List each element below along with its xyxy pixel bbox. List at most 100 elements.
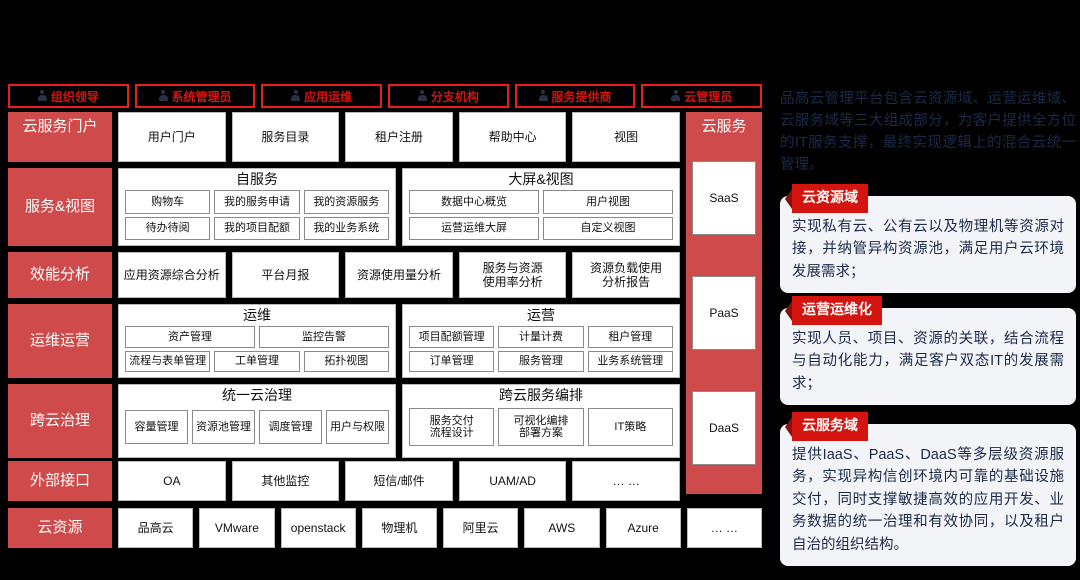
role-badge-branch-org[interactable]: 分支机构 [388, 84, 509, 108]
cell-resource-load-report[interactable]: 资源负载使用分析报告 [572, 252, 680, 298]
layer-content-efficiency: 应用资源综合分析 平台月报 资源使用量分析 服务与资源使用率分析 资源负载使用分… [118, 252, 680, 298]
chip-resource-pool-management[interactable]: 资源池管理 [192, 410, 255, 445]
cell-tenant-register[interactable]: 租户注册 [345, 112, 453, 162]
chip-capacity-management[interactable]: 容量管理 [125, 410, 188, 445]
cell-physical-machine[interactable]: 物理机 [361, 508, 437, 548]
cloud-service-paas[interactable]: PaaS [692, 275, 756, 350]
cloud-service-saas[interactable]: SaaS [692, 160, 756, 235]
layer-row-cloud-resource: 云资源 品高云 VMware openstack 物理机 阿里云 AWS Azu… [8, 508, 762, 548]
cell-cloud-resource-more[interactable]: … … [686, 508, 762, 548]
chip-my-resource-service[interactable]: 我的资源服务 [303, 190, 389, 214]
cloud-services-title: 云服务 [701, 118, 747, 135]
cell-view[interactable]: 视图 [572, 112, 680, 162]
layer-row-governance: 跨云治理 统一云治理 容量管理 资源池管理 调度管理 用户与权限 跨云服务编排 [8, 384, 680, 458]
cell-resource-usage-analysis[interactable]: 资源使用量分析 [345, 252, 453, 298]
chip-user-view[interactable]: 用户视图 [543, 190, 673, 214]
chip-topology-view[interactable]: 拓扑视图 [303, 350, 389, 373]
cell-uam-ad[interactable]: UAM/AD [458, 461, 567, 501]
cell-sms-email[interactable]: 短信/邮件 [345, 461, 453, 501]
cell-azure[interactable]: Azure [605, 508, 681, 548]
chip-process-form-management[interactable]: 流程与表单管理 [125, 350, 211, 373]
chip-my-business-system[interactable]: 我的业务系统 [303, 216, 389, 241]
panel-unified-cloud-governance: 统一云治理 容量管理 资源池管理 调度管理 用户与权限 [118, 384, 396, 458]
panel-self-service: 自服务 购物车 我的服务申请 我的资源服务 待办待阅 我的项目配额 我的业务系统 [118, 168, 396, 246]
chip-service-delivery-flow-design[interactable]: 服务交付流程设计 [409, 408, 495, 447]
chip-tenant-management[interactable]: 租户管理 [587, 326, 673, 348]
layer-title-governance: 跨云治理 [8, 384, 112, 458]
cell-platform-monthly-report[interactable]: 平台月报 [231, 252, 340, 298]
layer-title-external: 外部接口 [8, 461, 112, 501]
card-tag: 云资源域 [785, 184, 868, 213]
role-label: 系统管理员 [171, 89, 232, 104]
cell-other-monitor[interactable]: 其他监控 [231, 461, 340, 501]
layer-row-external: 外部接口 OA 其他监控 短信/邮件 UAM/AD … … [8, 461, 680, 501]
panel-bigscreen-view: 大屏&视图 数据中心概览 用户视图 运营运维大屏 自定义视图 [402, 168, 680, 246]
layer-row-portal: 云服务门户 用户门户 服务目录 租户注册 帮助中心 视图 [8, 112, 680, 162]
layer-content-governance: 统一云治理 容量管理 资源池管理 调度管理 用户与权限 跨云服务编排 服务交付流… [118, 384, 680, 458]
cell-pingao-cloud[interactable]: 品高云 [118, 508, 194, 548]
chip-project-quota-management[interactable]: 项目配额管理 [409, 326, 495, 348]
chip-cart[interactable]: 购物车 [125, 190, 211, 214]
chip-service-management[interactable]: 服务管理 [498, 350, 584, 373]
cloud-service-daas[interactable]: DaaS [692, 391, 756, 466]
layer-title-portal: 云服务门户 [8, 112, 112, 162]
cell-aws[interactable]: AWS [524, 508, 600, 548]
info-card-cloud-service-domain: 云服务域 提供IaaS、PaaS、DaaS等多层级资源服务，实现异构信创环境内可… [780, 412, 1076, 567]
role-label: 服务提供商 [551, 89, 612, 104]
intro-paragraph: 品高云管理平台包含云资源域、运营运维域、云服务域等三大组成部分，为客户提供全方位… [780, 91, 1076, 174]
card-body: 实现私有云、公有云以及物理机等资源对接，并纳管异构资源池，满足用户云环境发展需求… [792, 219, 1064, 280]
chip-visual-orchestration-deploy[interactable]: 可视化编排部署方案 [498, 408, 584, 447]
layer-row-service-view: 服务&视图 自服务 购物车 我的服务申请 我的资源服务 待办待阅 我的项目配额 … [8, 168, 680, 246]
role-label: 应用运维 [304, 89, 353, 104]
panel-title: 运维 [243, 307, 271, 323]
chip-my-project-quota[interactable]: 我的项目配额 [214, 216, 300, 241]
chip-metering-billing[interactable]: 计量计费 [498, 326, 584, 348]
panel-title: 跨云服务编排 [499, 387, 583, 403]
chip-business-system-management[interactable]: 业务系统管理 [587, 350, 673, 373]
panel-cross-cloud-orchestration: 跨云服务编排 服务交付流程设计 可视化编排部署方案 IT策略 [402, 384, 680, 458]
cell-app-resource-analysis[interactable]: 应用资源综合分析 [118, 252, 226, 298]
layer-content-ops: 运维 资产管理 监控告警 流程与表单管理 工单管理 拓扑视图 运营 [118, 304, 680, 378]
layer-content-portal: 用户门户 服务目录 租户注册 帮助中心 视图 [118, 112, 680, 162]
chip-scheduling-management[interactable]: 调度管理 [259, 410, 322, 445]
cell-service-catalog[interactable]: 服务目录 [231, 112, 340, 162]
chip-ops-bigscreen[interactable]: 运营运维大屏 [409, 216, 539, 241]
chip-order-management[interactable]: 订单管理 [409, 350, 495, 373]
user-icon [291, 90, 301, 102]
layer-content-external: OA 其他监控 短信/邮件 UAM/AD … … [118, 461, 680, 501]
cell-aliyun[interactable]: 阿里云 [443, 508, 519, 548]
cell-oa[interactable]: OA [118, 461, 226, 501]
role-badge-cloud-admin[interactable]: 云管理员 [641, 84, 763, 108]
cell-help-center[interactable]: 帮助中心 [458, 112, 567, 162]
role-badge-service-provider[interactable]: 服务提供商 [514, 84, 636, 108]
user-icon [417, 90, 427, 102]
chip-it-policy[interactable]: IT策略 [587, 408, 673, 447]
info-card-operation-maintenance: 运营运维化 实现人员、项目、资源的关联，结合流程与自动化能力，满足客户双态IT的… [780, 296, 1076, 406]
role-label: 组织领导 [50, 89, 99, 104]
architecture-diagram: 组织领导 系统管理员 应用运维 分支机构 服务提供商 云管理员 云服务门户 用户… [8, 84, 763, 548]
cell-vmware[interactable]: VMware [199, 508, 275, 548]
chip-my-service-request[interactable]: 我的服务申请 [214, 190, 300, 214]
panel-title: 运营 [527, 307, 555, 323]
chip-workorder-management[interactable]: 工单管理 [214, 350, 300, 373]
card-tag: 运营运维化 [785, 296, 882, 325]
cell-service-resource-utilization[interactable]: 服务与资源使用率分析 [458, 252, 567, 298]
chip-todo-read[interactable]: 待办待阅 [125, 216, 211, 241]
chip-user-permission[interactable]: 用户与权限 [326, 410, 389, 445]
cell-openstack[interactable]: openstack [280, 508, 356, 548]
panel-title: 大屏&视图 [508, 171, 574, 187]
chip-datacenter-overview[interactable]: 数据中心概览 [409, 190, 539, 214]
chip-monitor-alarm[interactable]: 监控告警 [259, 326, 389, 348]
cell-external-more[interactable]: … … [572, 461, 680, 501]
card-body: 提供IaaS、PaaS、DaaS等多层级资源服务，实现异构信创环境内可靠的基础设… [792, 447, 1064, 553]
user-icon [158, 90, 168, 102]
cell-user-portal[interactable]: 用户门户 [118, 112, 226, 162]
chip-custom-view[interactable]: 自定义视图 [543, 216, 673, 241]
role-badge-app-ops[interactable]: 应用运维 [261, 84, 383, 108]
user-icon [671, 90, 681, 102]
role-badge-system-admin[interactable]: 系统管理员 [134, 84, 256, 108]
layer-row-ops: 运维运营 运维 资产管理 监控告警 流程与表单管理 工单管理 拓扑视图 [8, 304, 680, 378]
layer-content-service-view: 自服务 购物车 我的服务申请 我的资源服务 待办待阅 我的项目配额 我的业务系统… [118, 168, 680, 246]
chip-asset-management[interactable]: 资产管理 [125, 326, 255, 348]
role-badge-organization-leader[interactable]: 组织领导 [8, 84, 129, 108]
